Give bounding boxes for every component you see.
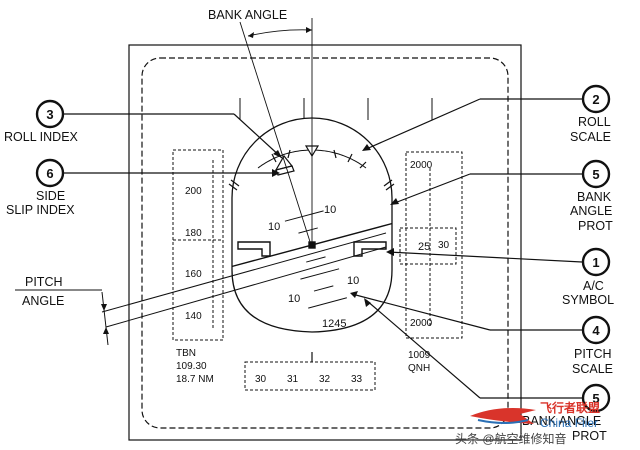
- pitch-label-upper-right: 10: [324, 204, 336, 216]
- pitch-label-lower-left: 10: [288, 293, 300, 305]
- svg-text:SLIP INDEX: SLIP INDEX: [6, 203, 75, 217]
- alt-tick-top: 2000: [410, 160, 433, 171]
- pitch-line-upper: [101, 232, 387, 313]
- aircraft-symbol: [237, 241, 387, 257]
- svg-text:SIDE: SIDE: [36, 189, 65, 203]
- svg-text:ROLL INDEX: ROLL INDEX: [4, 130, 79, 144]
- display-frame: [141, 57, 509, 429]
- svg-text:BANK ANGLE: BANK ANGLE: [522, 414, 601, 428]
- watermark-brand: 飞行者联盟: [540, 400, 600, 415]
- pitch-line-lower: [105, 246, 387, 328]
- svg-text:PROT: PROT: [578, 219, 613, 233]
- bank-angle-tilt-line: [239, 21, 313, 249]
- alt-tick-bottom: 2000: [410, 318, 433, 329]
- svg-text:PITCH: PITCH: [574, 347, 612, 361]
- callout-bank-angle-prot-2: 5 BANK ANGLE PROT: [522, 383, 611, 443]
- baro-unit: QNH: [408, 363, 430, 374]
- svg-text:3: 3: [46, 107, 53, 122]
- svg-text:1: 1: [592, 255, 599, 270]
- fma-lines: [239, 98, 433, 120]
- watermark-credit: 头条 @航空维修知音: [455, 431, 567, 446]
- svg-text:2: 2: [592, 92, 599, 107]
- sphere-outline: [231, 117, 393, 333]
- heading-tape: [244, 361, 376, 391]
- attitude-sphere: [232, 118, 392, 332]
- plane-logo-icon: [470, 408, 536, 424]
- bank-prot-marks: [228, 179, 395, 191]
- heading-tick-32: 32: [319, 374, 331, 385]
- svg-text:6: 6: [46, 166, 53, 181]
- pitch-angle-label-2: ANGLE: [22, 294, 64, 308]
- altitude-readout: 1245: [322, 318, 346, 330]
- heading-tick-30: 30: [255, 374, 267, 385]
- pitch-angle-label-1: PITCH: [25, 275, 63, 289]
- leader-arrowheads: [272, 144, 399, 307]
- svg-text:SCALE: SCALE: [572, 362, 613, 376]
- alt-readout-25: 25: [418, 241, 430, 253]
- svg-text:5: 5: [592, 391, 599, 406]
- nav-station: TBN: [176, 348, 196, 359]
- heading-tick-33: 33: [351, 374, 363, 385]
- callout-ac-symbol: 1 A/C SYMBOL: [562, 247, 614, 307]
- callout-roll-index: 3 ROLL INDEX: [4, 99, 79, 144]
- pitch-label-lower-right: 10: [347, 275, 359, 287]
- baro-value: 1009: [408, 350, 431, 361]
- svg-text:ROLL: ROLL: [578, 115, 611, 129]
- speed-tick-180: 180: [185, 228, 202, 239]
- callout-roll-scale: 2 ROLL SCALE: [570, 84, 611, 144]
- svg-text:BANK: BANK: [577, 190, 612, 204]
- roll-scale-ticks: [271, 149, 367, 169]
- nav-distance: 18.7 NM: [176, 374, 214, 385]
- callout-side-slip-index: 6 SIDE SLIP INDEX: [6, 158, 75, 217]
- altitude-tape: [399, 151, 463, 339]
- svg-text:SYMBOL: SYMBOL: [562, 293, 614, 307]
- speed-tick-140: 140: [185, 311, 202, 322]
- bank-angle-label: BANK ANGLE: [208, 8, 287, 22]
- speed-tape: [172, 149, 224, 341]
- callout-pitch-scale: 4 PITCH SCALE: [572, 315, 613, 376]
- watermark: 飞行者联盟 China Flier 头条 @航空维修知音: [455, 400, 600, 446]
- heading-tick-31: 31: [287, 374, 299, 385]
- bank-angle-arc: [247, 29, 313, 37]
- alt-readout-30: 30: [438, 240, 450, 251]
- svg-text:5: 5: [592, 167, 599, 182]
- leader-lines: [64, 98, 583, 399]
- watermark-brand-sub: China Flier: [540, 416, 598, 430]
- svg-text:PROT: PROT: [572, 429, 607, 443]
- outer-frame: [128, 44, 522, 441]
- speed-tick-160: 160: [185, 269, 202, 280]
- svg-text:ANGLE: ANGLE: [570, 204, 612, 218]
- pitch-angle-dim: [101, 291, 109, 346]
- nav-frequency: 109.30: [176, 361, 207, 372]
- svg-text:A/C: A/C: [583, 279, 604, 293]
- callout-bank-angle-prot: 5 BANK ANGLE PROT: [570, 159, 613, 233]
- speed-tick-200: 200: [185, 186, 202, 197]
- pitch-label-upper-left: 10: [268, 221, 280, 233]
- svg-text:4: 4: [592, 323, 600, 338]
- svg-text:SCALE: SCALE: [570, 130, 611, 144]
